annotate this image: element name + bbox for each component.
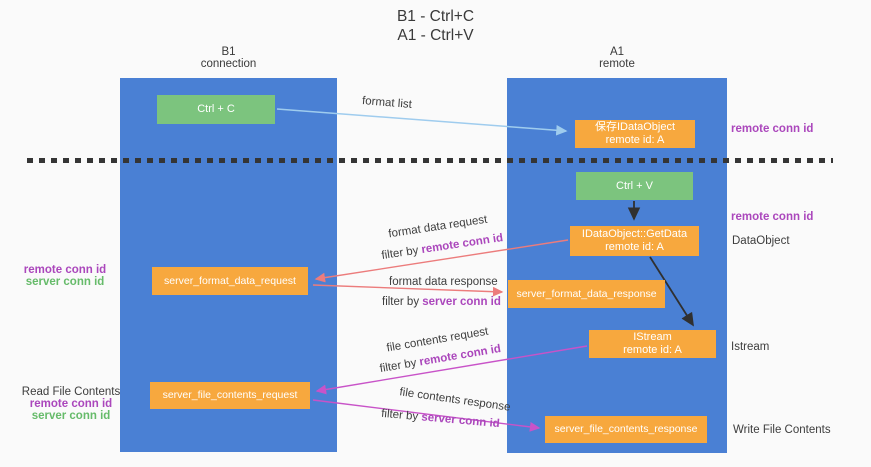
left-label-server-conn-id: server conn id: [25, 276, 105, 288]
right-label-remote-conn-id-top: remote conn id: [731, 123, 814, 135]
arrow-format-data-request: [314, 239, 569, 283]
arrow-format-data-response: [312, 284, 504, 297]
lane-b1-name: B1: [221, 46, 236, 58]
server-file-contents-request-label: server_file_contents_request: [162, 389, 298, 401]
right-label-remote-conn-id-mid: remote conn id: [731, 211, 814, 223]
server-conn-id-key-1: server conn id: [422, 296, 501, 308]
left-label-remote-conn-id-bottom: remote conn id: [29, 398, 113, 410]
server-file-contents-response-label: server_file_contents_response: [554, 423, 698, 435]
right-label-istream: Istream: [731, 341, 770, 353]
node-ctrl-v: Ctrl + V: [576, 172, 693, 200]
arrow-getdata-to-istream: [649, 256, 694, 327]
arrow-file-contents-response: [312, 399, 541, 432]
filter-by-text-2: filter by: [382, 296, 423, 308]
ctrl-c-label: Ctrl + C: [197, 103, 235, 115]
lane-a1-role: remote: [599, 57, 635, 70]
getdata-line2: remote id: A: [605, 241, 664, 253]
save-idataobject-line1: 保存IDataObject: [594, 121, 676, 133]
lane-header-a1: A1 remote: [507, 46, 727, 70]
node-server-file-contents-response: server_file_contents_response: [545, 416, 707, 443]
arrow-file-contents-request: [315, 345, 588, 395]
node-save-idataobject: 保存IDataObject remote id: A: [575, 120, 695, 148]
istream-line1: IStream: [633, 331, 672, 343]
lane-b1-role: connection: [200, 57, 257, 70]
label-format-data-response: format data response: [389, 276, 498, 288]
right-label-dataobject: DataObject: [732, 235, 790, 247]
node-server-format-data-response: server_format_data_response: [508, 280, 665, 308]
lane-a1-name: A1: [609, 46, 625, 58]
left-label-group-format: remote conn id server conn id: [14, 264, 116, 288]
node-server-file-contents-request: server_file_contents_request: [150, 382, 310, 409]
node-idataobject-getdata: IDataObject::GetData remote id: A: [570, 226, 699, 256]
title-line-2: A1 - Ctrl+V: [397, 26, 474, 44]
label-filter-server-1: filter by server conn id: [382, 296, 501, 308]
left-label-read-file-contents: Read File Contents: [21, 386, 121, 398]
right-label-write-file-contents: Write File Contents: [733, 424, 831, 436]
ctrl-v-label: Ctrl + V: [616, 179, 653, 192]
left-label-group-file: Read File Contents remote conn id server…: [20, 386, 122, 422]
lane-header-b1: B1 connection: [120, 46, 337, 70]
diagram-title: B1 - Ctrl+C A1 - Ctrl+V: [0, 8, 871, 45]
dashed-separator: [27, 158, 833, 163]
istream-line2: remote id: A: [623, 344, 682, 356]
node-istream: IStream remote id: A: [589, 330, 716, 358]
arrow-format-list: [276, 108, 568, 136]
left-label-remote-conn-id: remote conn id: [23, 264, 107, 276]
node-ctrl-c: Ctrl + C: [157, 95, 275, 124]
node-server-format-data-request: server_format_data_request: [152, 267, 308, 295]
server-format-data-response-label: server_format_data_response: [516, 287, 657, 300]
getdata-line1: IDataObject::GetData: [581, 228, 688, 240]
left-label-server-conn-id-bottom: server conn id: [31, 410, 111, 422]
server-format-data-request-label: server_format_data_request: [164, 274, 296, 287]
save-idataobject-line2: remote id: A: [605, 134, 665, 146]
title-line-1: B1 - Ctrl+C: [396, 8, 475, 25]
